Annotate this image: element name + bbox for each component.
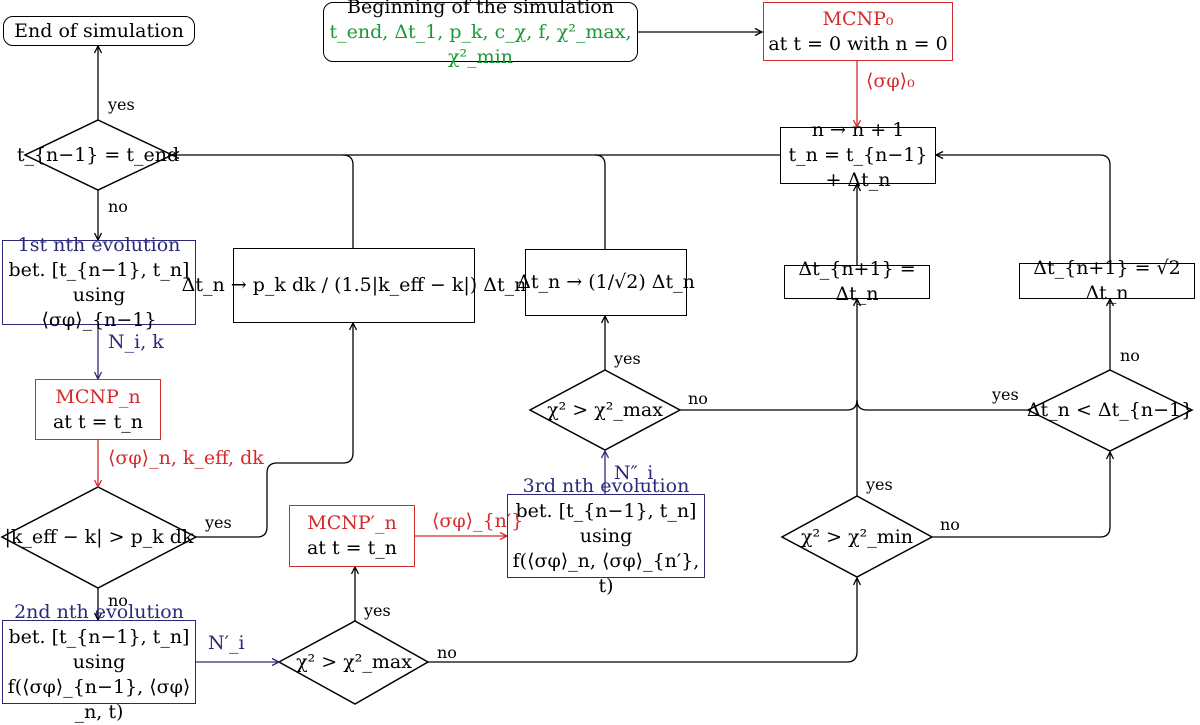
- first-evolution-title: 1st nth evolution: [17, 233, 181, 256]
- label-ni-doubleprime: N″_i: [614, 462, 654, 484]
- time-update-box: n → n + 1 t_n = t_{n−1} + Δt_n: [780, 119, 936, 191]
- label-yes-chimax-bottom: yes: [364, 601, 391, 620]
- first-evolution-interval: bet. [t_{n−1}, t_n] using: [8, 258, 190, 306]
- decision-dt-label: Δt_n < Δt_{n−1}: [1026, 399, 1194, 421]
- mcnp0-condition: at t = 0 with n = 0: [768, 32, 948, 55]
- decision-chi-max-bottom-label: χ² > χ²_max: [296, 651, 412, 673]
- third-evolution-box: 3rd nth evolution bet. [t_{n−1}, t_n] us…: [507, 475, 705, 597]
- label-no-keff: no: [108, 591, 128, 610]
- dt-keff-rescale-box: Δt_n → p_k dk / (1.5|k_eff − k|) Δt_n: [182, 248, 526, 323]
- mcnp0-box: MCNP₀ at t = 0 with n = 0: [763, 2, 953, 61]
- dt-sqrt-inverse-formula: Δt_n → (1/√2) Δt_n: [517, 271, 695, 293]
- mcnp-n-prime-condition: at t = t_n: [306, 537, 397, 559]
- decision-t-end-label: t_{n−1} = t_end: [16, 144, 180, 166]
- first-evolution-box: 1st nth evolution bet. [t_{n−1}, t_n] us…: [2, 234, 196, 331]
- simulation-parameters: t_end, Δt_1, p_k, c_χ, f, χ²_max, χ²_min: [329, 20, 632, 68]
- label-yes-tend: yes: [108, 95, 135, 114]
- decision-keff-label: |k_eff − k| > p_k dk: [4, 526, 194, 548]
- label-no-chimax-mid: no: [688, 389, 708, 408]
- label-yes-chimin: yes: [866, 475, 893, 494]
- mcnp-n-prime-box: MCNP′_n at t = t_n: [289, 505, 415, 567]
- dt-sqrt-formula: Δt_{n+1} = √2 Δt_n: [1033, 257, 1181, 304]
- end-of-simulation-box: End of simulation: [3, 16, 195, 46]
- decision-chi-max-bottom-diamond: [277, 620, 430, 705]
- dt-sqrt-box: Δt_{n+1} = √2 Δt_n: [1019, 257, 1195, 304]
- label-sigmaphi-nprime: ⟨σφ⟩_{n′}: [432, 510, 524, 532]
- mcnp0-title: MCNP₀: [822, 7, 894, 30]
- label-mcnpn-output: ⟨σφ⟩_n, k_eff, dk: [108, 447, 264, 469]
- edge-chimin-no-to-dt: [932, 450, 1115, 538]
- first-evolution-input: ⟨σφ⟩_{n−1}: [41, 308, 157, 331]
- second-evolution-interval: bet. [t_{n−1}, t_n] using: [8, 625, 190, 673]
- dt-sqrt-inverse-box: Δt_n → (1/√2) Δt_n: [517, 249, 695, 316]
- decision-chi-max-mid-label: χ² > χ²_max: [547, 399, 663, 421]
- label-no-chimin: no: [940, 515, 960, 534]
- label-no-chimax-bottom: no: [437, 643, 457, 662]
- time-update: t_n = t_{n−1} + Δt_n: [788, 144, 928, 191]
- edge-sqrtinv-box-to-tend: [594, 154, 606, 249]
- dt-same-formula: Δt_{n+1} = Δt_n: [798, 258, 916, 305]
- third-evolution-interval: bet. [t_{n−1}, t_n] using: [515, 499, 697, 547]
- flowchart-canvas: [0, 27, 1194, 705]
- label-no-tend: no: [108, 197, 128, 216]
- label-yes-dt: yes: [992, 385, 1019, 404]
- edge-dt-yes-to-same: [856, 399, 1028, 411]
- mcnp-n-condition: at t = t_n: [52, 410, 143, 433]
- label-ni-prime: N′_i: [208, 632, 245, 654]
- step-increment: n → n + 1: [811, 119, 905, 141]
- decision-chi-min-label: χ² > χ²_min: [800, 526, 914, 548]
- second-evolution-input: f(⟨σφ⟩_{n−1}, ⟨σφ⟩_n, t): [7, 675, 191, 723]
- beginning-of-simulation-box: Beginning of the simulation t_end, Δt_1,…: [323, 0, 638, 68]
- label-ni-k: N_i, k: [108, 331, 164, 353]
- mcnp-n-prime-title: MCNP′_n: [307, 512, 397, 534]
- second-evolution-title: 2nd nth evolution: [14, 600, 184, 623]
- beginning-title: Beginning of the simulation: [347, 0, 614, 18]
- label-yes-keff: yes: [205, 513, 232, 532]
- dt-same-box: Δt_{n+1} = Δt_n: [784, 258, 930, 305]
- edge-keff-yes-path: [196, 321, 358, 538]
- third-evolution-title: 3rd nth evolution: [522, 474, 690, 497]
- edge-chimax-no-to-chimin: [428, 576, 862, 663]
- mcnp-n-title: MCNP_n: [55, 385, 141, 408]
- dt-keff-rescale-formula: Δt_n → p_k dk / (1.5|k_eff − k|) Δt_n: [181, 274, 527, 296]
- third-evolution-input: f(⟨σφ⟩_n, ⟨σφ⟩_{n′}, t): [512, 549, 700, 597]
- label-yes-chimax-mid: yes: [614, 349, 641, 368]
- second-evolution-box: 2nd nth evolution bet. [t_{n−1}, t_n] us…: [2, 601, 196, 723]
- edge-sqrt-to-update: [934, 150, 1111, 263]
- end-of-simulation-label: End of simulation: [14, 19, 184, 42]
- label-sigmaphi-0: ⟨σφ⟩₀: [866, 70, 915, 92]
- mcnp-n-box: MCNP_n at t = t_n: [35, 379, 161, 440]
- label-no-dt: no: [1120, 346, 1140, 365]
- edge-dtbox-keff-to-tend: [342, 154, 354, 248]
